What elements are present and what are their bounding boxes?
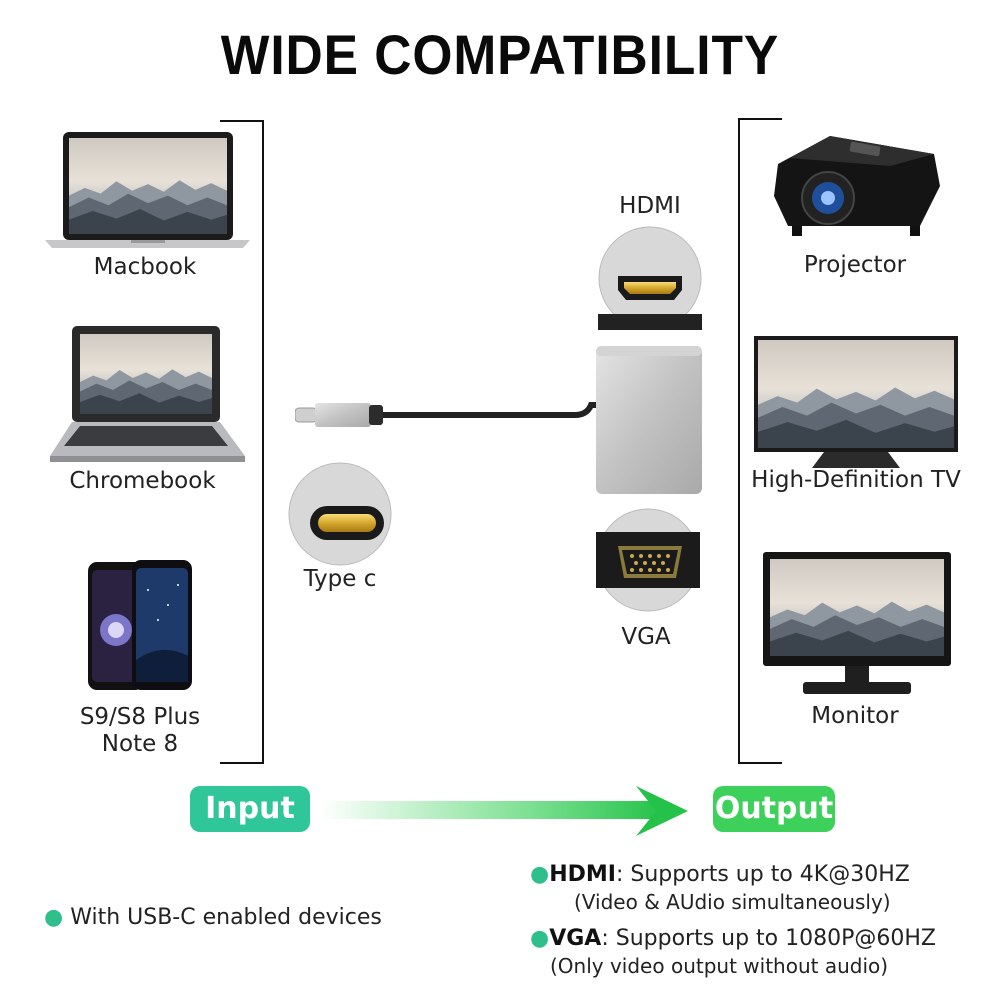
usb-c-note-text: With USB-C enabled devices [70,905,382,930]
tv-image [754,336,958,468]
hdmi-label: HDMI [619,193,681,219]
vga-spec-label: VGA [549,926,602,951]
bullet-icon: ● [530,926,550,951]
input-device-macbook: Macbook [93,254,197,280]
hdmi-port-icon [598,226,702,330]
arrow-icon [320,786,688,836]
input-device-phone-1: S9/S8 Plus [79,704,201,730]
input-pill: Input [190,786,310,832]
typec-label: Type c [303,566,377,592]
bullet-icon: ● [44,905,64,930]
usb-c-note: ● With USB-C enabled devices [44,905,382,930]
output-device-tv: High-Definition TV [751,467,961,493]
vga-port-icon [596,508,700,612]
output-device-projector: Projector [803,252,907,278]
adapter-cable [295,402,605,427]
output-bracket [738,118,782,764]
bullet-icon: ● [530,862,550,887]
vga-spec-text: : Supports up to 1080P@60HZ [601,926,937,951]
page-title: WIDE COMPATIBILITY [220,23,780,86]
typec-plug-icon [288,462,392,566]
input-bracket [220,120,264,764]
output-device-monitor: Monitor [811,703,899,729]
vga-spec-sub: (Only video output without audio) [550,954,889,978]
vga-spec: ●VGA: Supports up to 1080P@60HZ [530,926,936,951]
hdmi-spec-sub: (Video & AUdio simultaneously) [574,890,891,914]
vga-label: VGA [621,624,671,650]
output-pill: Output [713,786,835,832]
input-device-chromebook: Chromebook [69,468,216,494]
hdmi-spec-text: : Supports up to 4K@30HZ [615,862,910,887]
chromebook-image [50,326,245,462]
projector-image [774,136,940,236]
macbook-image [45,132,250,248]
input-device-phone-2: Note 8 [101,731,179,757]
phone-image [88,560,192,690]
monitor-image [763,552,951,694]
adapter-body [596,346,702,494]
hdmi-spec-label: HDMI [549,862,616,887]
hdmi-spec: ●HDMI: Supports up to 4K@30HZ [530,862,910,887]
